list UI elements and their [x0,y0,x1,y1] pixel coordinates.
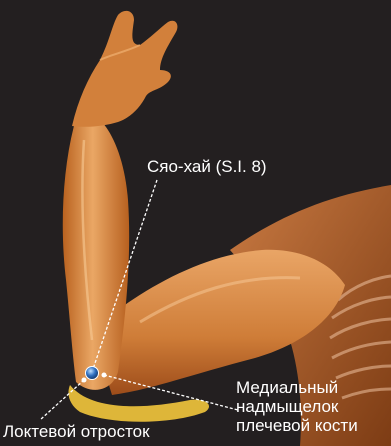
acupoint-label: Сяо-хай (S.I. 8) [147,157,267,176]
epicondyle-label: Медиальный надмыщелок плечевой кости [236,378,358,435]
epicondyle-label-line-2: надмыщелок [236,397,358,416]
epicondyle-label-line-3: плечевой кости [236,416,358,435]
olecranon-point [82,378,87,383]
forearm-shape [63,118,129,390]
hand-shape [72,11,177,127]
acupoint-marker [86,367,99,380]
epicondyle-point [102,373,107,378]
olecranon-highlight [68,385,209,422]
olecranon-label: Локтевой отросток [3,422,150,441]
epicondyle-label-line-1: Медиальный [236,378,358,397]
